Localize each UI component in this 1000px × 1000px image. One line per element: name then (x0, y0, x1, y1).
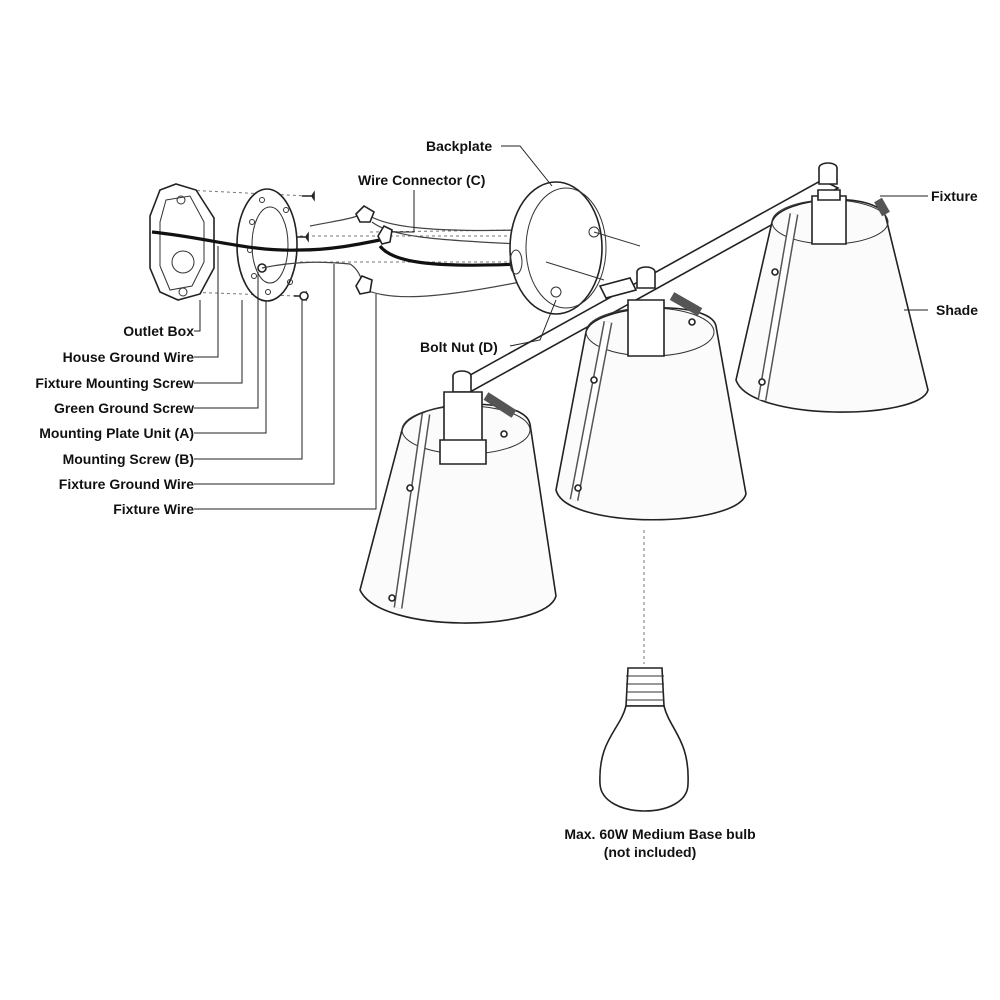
wire-connector-label: Wire Connector (C) (358, 172, 486, 188)
bulb-not-included-label: (not included) (603, 844, 697, 860)
wire-connectors (355, 204, 393, 295)
screws (294, 190, 315, 302)
fixture-mounting-screw-label: Fixture Mounting Screw (35, 375, 194, 391)
fixture-label: Fixture (931, 188, 978, 204)
shade-middle (555, 292, 747, 521)
shade-right (735, 189, 929, 413)
wiring (151, 211, 521, 298)
backplate (509, 181, 641, 315)
bulb-spec-label: Max. 60W Medium Base bulb (564, 826, 756, 842)
green-ground-screw-label: Green Ground Screw (53, 400, 194, 416)
fixture-wire-label: Fixture Wire (113, 501, 194, 517)
mounting-plate-unit-label: Mounting Plate Unit (A) (39, 425, 194, 441)
house-ground-wire-label: House Ground Wire (62, 349, 194, 365)
shade-left (359, 391, 557, 624)
light-bulb (599, 667, 689, 812)
backplate-label: Backplate (426, 138, 493, 154)
shade-label: Shade (936, 302, 979, 318)
outlet-box (149, 183, 215, 301)
mounting-screw-label: Mounting Screw (B) (62, 451, 194, 467)
bolt-nut-label: Bolt Nut (D) (420, 339, 498, 355)
outlet-box-label: Outlet Box (123, 323, 194, 339)
leader-lines (194, 145, 928, 510)
alignment-lines (184, 189, 521, 297)
mounting-plate-unit (236, 188, 298, 302)
fixture-ground-wire-label: Fixture Ground Wire (58, 476, 194, 492)
fixture-arm (452, 162, 840, 393)
